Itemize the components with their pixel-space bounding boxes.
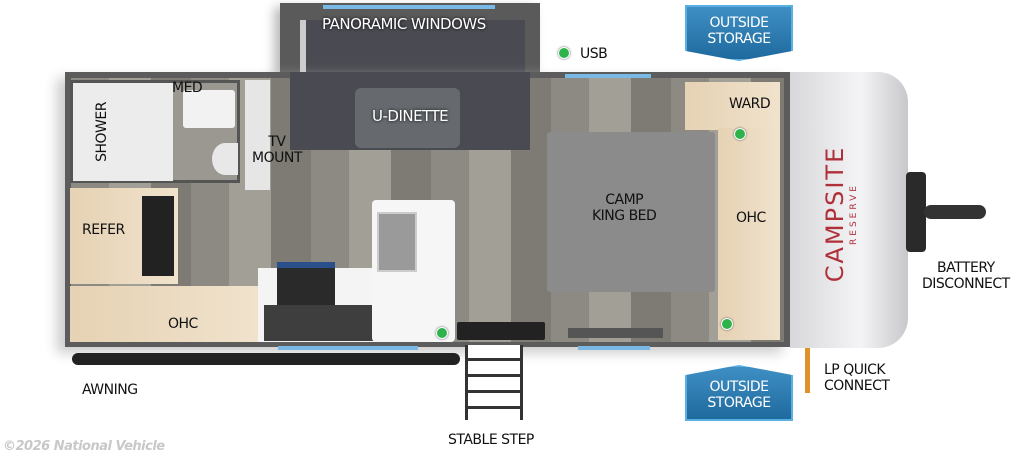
rear-ohc: [70, 286, 258, 342]
wardrobe: [685, 82, 780, 130]
label-med: MED: [172, 80, 203, 96]
kitchen-sink: [377, 212, 417, 272]
front-cap: [790, 72, 908, 348]
lp-2: CONNECT: [824, 378, 890, 394]
label-shower: SHOWER: [93, 102, 110, 162]
window-front-bottom: [578, 346, 650, 350]
bathroom-sink: [183, 90, 235, 128]
tv-line-1: TV: [268, 134, 286, 150]
label-usb: USB: [580, 46, 608, 62]
label-stable-step: STABLE STEP: [448, 432, 534, 448]
watermark: ©2026 National Vehicle: [3, 439, 165, 454]
slideout-window: [323, 5, 495, 9]
tv-wall: [245, 80, 270, 190]
bed-line-2: KING BED: [592, 208, 657, 224]
usb-dot: [721, 318, 733, 330]
lp-1: LP QUICK: [824, 362, 886, 378]
label-u-dinette: U-DINETTE: [372, 107, 449, 125]
label-awning: AWNING: [82, 382, 138, 398]
shower: [73, 83, 173, 181]
brand-name: CAMPSITE: [821, 145, 849, 283]
front-ohc: [718, 128, 780, 340]
dinette-table: [355, 88, 460, 148]
heater-vent: [568, 328, 663, 338]
storage-top-1: OUTSIDE: [709, 15, 769, 31]
label-ohc-front: OHC: [736, 210, 766, 226]
brand-sub: RESERVE: [849, 183, 859, 245]
bed-line-1: CAMP: [605, 192, 644, 208]
lp-line: [805, 348, 810, 393]
awning: [72, 353, 460, 365]
usb-dot: [436, 327, 448, 339]
storage-top-2: STORAGE: [707, 31, 771, 47]
battery-1: BATTERY: [937, 260, 995, 276]
window-rear-bottom: [278, 346, 418, 350]
usb-dot: [558, 47, 570, 59]
label-ward: WARD: [729, 96, 771, 112]
stable-step: [465, 345, 523, 420]
tongue: [924, 205, 986, 219]
label-ohc-rear: OHC: [168, 316, 198, 332]
tv-line-2: MOUNT: [252, 150, 302, 166]
entry-counter: [457, 322, 545, 340]
refer-door: [142, 196, 174, 276]
bed: [547, 132, 715, 292]
storage-bottom-2: STORAGE: [707, 395, 771, 411]
usb-dot: [734, 128, 746, 140]
hitch: [906, 172, 926, 252]
toilet: [212, 143, 238, 175]
stove: [277, 262, 335, 312]
battery-2: DISCONNECT: [922, 276, 1010, 292]
window-front-top: [565, 74, 651, 78]
label-refer: REFER: [82, 222, 125, 238]
label-panoramic-windows: PANORAMIC WINDOWS: [322, 15, 486, 33]
storage-bottom-1: OUTSIDE: [709, 379, 769, 395]
